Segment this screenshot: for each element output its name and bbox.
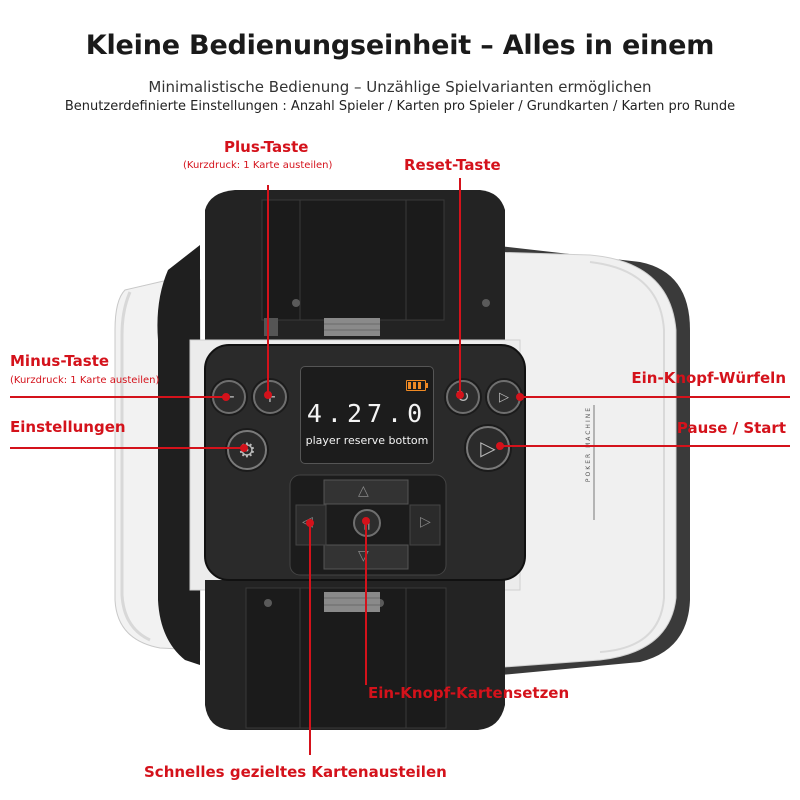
subtitle: Minimalistische Bedienung – Unzählige Sp…	[148, 78, 652, 96]
play-icon: ▷	[480, 436, 496, 460]
dpad-right-icon[interactable]: ▷	[420, 514, 431, 530]
dice-callout: Ein-Knopf-Würfeln	[631, 369, 786, 387]
device-side-text: POKER MACHINE	[585, 406, 592, 483]
dice-button[interactable]: ▷	[487, 380, 521, 414]
dpad-down-icon[interactable]: ▽	[358, 548, 369, 564]
page-title: Kleine Bedienungseinheit – Alles in eine…	[85, 30, 715, 61]
plus-callout: Plus-Taste	[224, 138, 309, 156]
settings-callout: Einstellungen	[10, 418, 126, 436]
oled-display: 4.27.0 player reserve bottom	[300, 366, 434, 464]
dpad-left-icon[interactable]: ◁	[302, 514, 313, 530]
card-set-button[interactable]: ||	[353, 509, 381, 537]
reset-icon: ↻	[456, 387, 470, 406]
card-set-callout: Ein-Knopf-Kartensetzen	[368, 684, 570, 702]
settings-description: Benutzerdefinierte Einstellungen : Anzah…	[64, 99, 736, 114]
reset-callout: Reset-Taste	[404, 156, 501, 174]
fast-deal-callout: Schnelles gezieltes Kartenausteilen	[144, 763, 447, 781]
reset-button[interactable]: ↻	[446, 380, 480, 414]
settings-button[interactable]: ⚙	[227, 430, 267, 470]
plus-callout-note: (Kurzdruck: 1 Karte austeilen)	[183, 160, 333, 171]
settings-icon: ⚙	[238, 438, 256, 462]
minus-callout: Minus-Taste	[10, 352, 110, 370]
plus-button[interactable]: +	[253, 380, 287, 414]
battery-icon	[406, 380, 428, 391]
minus-callout-note: (Kurzdruck: 1 Karte austeilen)	[10, 375, 160, 386]
display-value: 4.27.0	[306, 399, 428, 428]
display-caption: player reserve bottom	[305, 434, 429, 447]
pause-icon: ||	[363, 516, 371, 530]
dpad-up-icon[interactable]: △	[358, 483, 369, 499]
plus-icon: +	[263, 387, 277, 406]
pause-start-button[interactable]: ▷	[466, 426, 510, 470]
dice-icon: ▷	[499, 389, 509, 405]
minus-button[interactable]: −	[212, 380, 246, 414]
pause-start-callout: Pause / Start	[676, 419, 786, 437]
minus-icon: −	[222, 387, 236, 406]
